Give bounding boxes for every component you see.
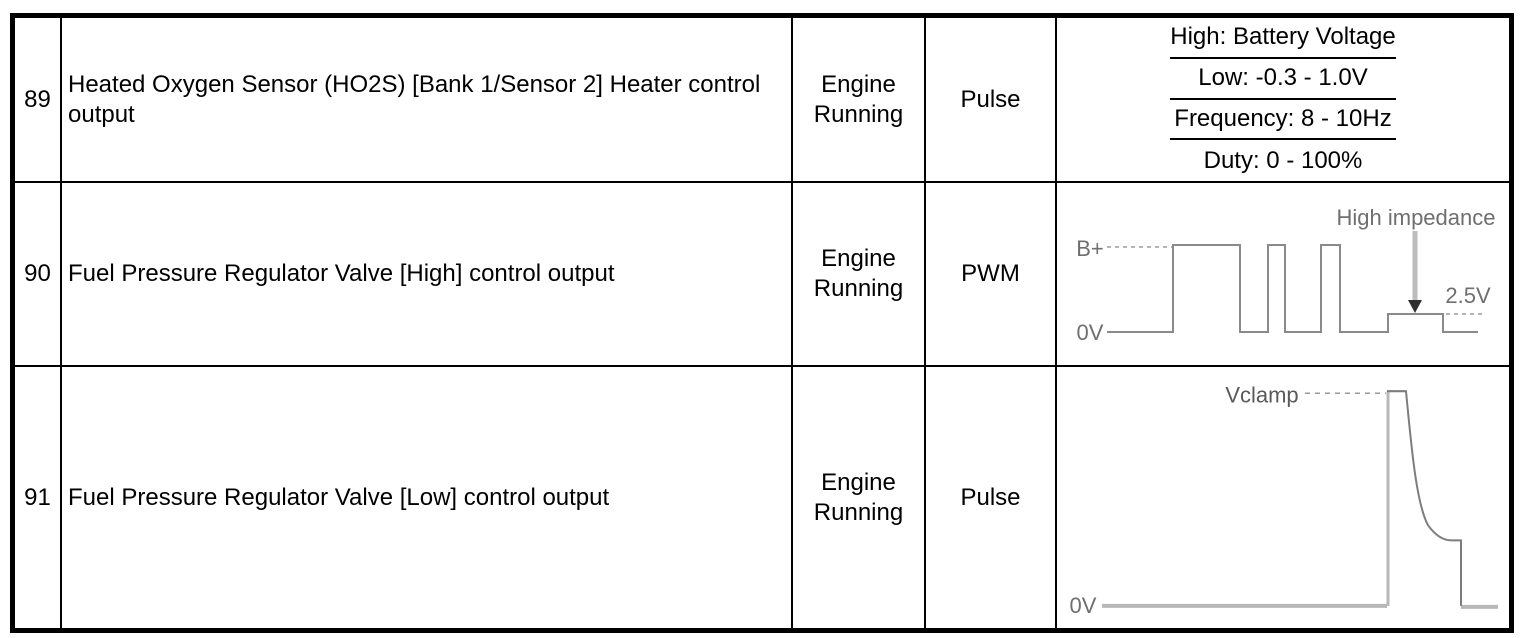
waveform-zero-level-label: 0V: [1070, 593, 1097, 618]
signal-description: Heated Oxygen Sensor (HO2S) [Bank 1/Sens…: [62, 18, 793, 183]
signal-description: Fuel Pressure Regulator Valve [Low] cont…: [62, 367, 793, 628]
test-condition: Engine Running: [793, 18, 926, 183]
spec-line: High: Battery Voltage: [1170, 18, 1396, 59]
test-condition: Engine Running: [793, 183, 926, 367]
pin-number: 89: [15, 18, 62, 183]
mid-level-voltage-label: 2.5V: [1445, 283, 1491, 308]
spec-list: High: Battery Voltage Low: -0.3 - 1.0V F…: [1057, 18, 1509, 183]
waveform-high-level-label: B+: [1076, 236, 1104, 261]
pwm-waveform-diagram: B+ 0V High impedance 2.5V: [1057, 183, 1509, 367]
high-impedance-annotation: High impedance: [1337, 205, 1496, 230]
signal-type: Pulse: [926, 367, 1057, 628]
pin-number: 90: [15, 183, 62, 367]
table-outer-border: 89 Heated Oxygen Sensor (HO2S) [Bank 1/S…: [10, 13, 1514, 633]
spec-line: Duty: 0 - 100%: [1203, 146, 1363, 174]
vclamp-peak-label: Vclamp: [1225, 382, 1298, 407]
pin-number: 91: [15, 367, 62, 628]
pwm-waveform-svg: B+ 0V High impedance 2.5V: [1076, 205, 1496, 345]
pwm-signal-trace: [1107, 244, 1478, 333]
test-condition: Engine Running: [793, 367, 926, 628]
high-impedance-arrowhead: [1408, 300, 1422, 313]
waveform-zero-level-label: 0V: [1077, 320, 1104, 345]
spec-line: Low: -0.3 - 1.0V: [1170, 59, 1396, 100]
pulse-waveform-svg: Vclamp 0V: [1070, 382, 1498, 618]
pin-spec-table: 89 Heated Oxygen Sensor (HO2S) [Bank 1/S…: [15, 18, 1509, 628]
signal-type: PWM: [926, 183, 1057, 367]
signal-description: Fuel Pressure Regulator Valve [High] con…: [62, 183, 793, 367]
pulse-waveform-diagram: Vclamp 0V: [1057, 367, 1509, 628]
signal-type: Pulse: [926, 18, 1057, 183]
clamp-decay-trace: [1387, 390, 1462, 606]
spec-line: Frequency: 8 - 10Hz: [1170, 100, 1396, 141]
